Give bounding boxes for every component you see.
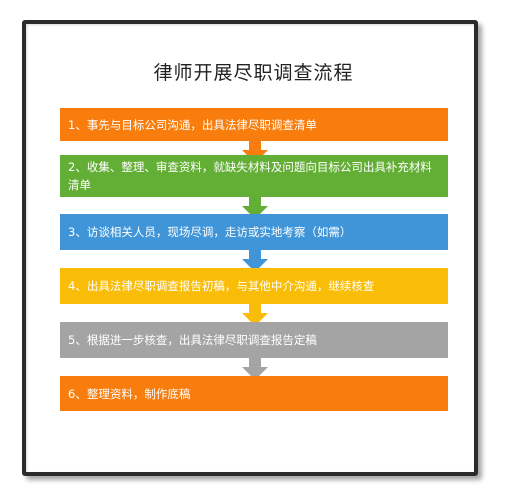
step-6-box: 6、整理资料，制作底稿 [60, 376, 448, 411]
step-2-label: 2、收集、整理、审查资料，就缺失材料及问题向目标公司出具补充材料清单 [68, 160, 432, 192]
step-3-box: 3、访谈相关人员，现场尽调，走访或实地考察（如需） [60, 214, 448, 250]
arrow-down-icon [242, 197, 268, 219]
step-5-label: 5、根据进一步核查，出具法律尽职调查报告定稿 [68, 333, 317, 347]
arrow-down-icon [242, 304, 268, 326]
arrow-down-icon [242, 358, 268, 380]
step-2-box: 2、收集、整理、审查资料，就缺失材料及问题向目标公司出具补充材料清单 [60, 155, 448, 197]
step-1-box: 1、事先与目标公司沟通，出具法律尽职调查清单 [60, 108, 448, 141]
step-6-label: 6、整理资料，制作底稿 [68, 386, 191, 401]
step-5-box: 5、根据进一步核查，出具法律尽职调查报告定稿 [60, 322, 448, 358]
diagram-title: 律师开展尽职调查流程 [153, 62, 354, 84]
arrow-down-icon [242, 250, 268, 272]
step-4-box: 4、出具法律尽职调查报告初稿，与其他中介沟通，继续核查 [60, 268, 448, 304]
step-4-label: 4、出具法律尽职调查报告初稿，与其他中介沟通，继续核查 [68, 279, 375, 293]
step-3-label: 3、访谈相关人员，现场尽调，走访或实地考察（如需） [68, 225, 352, 239]
step-1-label: 1、事先与目标公司沟通，出具法律尽职调查清单 [68, 117, 317, 132]
arrow-down-icon [242, 141, 268, 163]
